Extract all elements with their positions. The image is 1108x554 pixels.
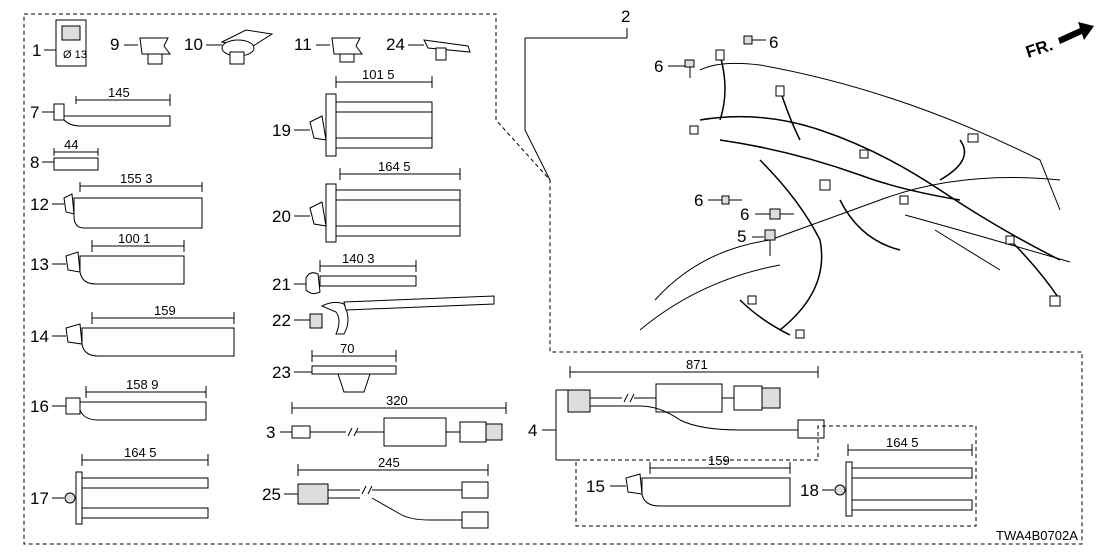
svg-text:22: 22 <box>272 311 291 330</box>
part-4: 4 871 <box>528 357 977 527</box>
svg-text:245: 245 <box>378 455 400 470</box>
svg-text:70: 70 <box>340 341 354 356</box>
part-12: 12 155 3 <box>30 171 203 229</box>
svg-text:7: 7 <box>30 103 39 122</box>
svg-text:19: 19 <box>272 121 291 140</box>
part-25: 25 245 <box>262 455 489 529</box>
svg-text:23: 23 <box>272 363 291 382</box>
part-13: 13 100 1 <box>30 231 185 285</box>
svg-text:24: 24 <box>386 35 405 54</box>
svg-text:101 5: 101 5 <box>362 67 395 82</box>
part-11: 11 <box>294 35 363 63</box>
callout-6-c: 6 <box>694 191 742 210</box>
part-19: 19 101 5 <box>272 67 433 157</box>
svg-text:140 3: 140 3 <box>342 251 375 266</box>
svg-text:100 1: 100 1 <box>118 231 151 246</box>
direction-indicator: FR. <box>1023 22 1094 62</box>
svg-text:17: 17 <box>30 489 49 508</box>
part-20: 20 164 5 <box>272 159 461 243</box>
part-1: 1 Ø 13 <box>32 19 87 67</box>
svg-text:13: 13 <box>30 255 49 274</box>
svg-text:10: 10 <box>184 35 203 54</box>
svg-text:6: 6 <box>740 205 749 224</box>
part-16: 16 158 9 <box>30 377 207 421</box>
svg-text:16: 16 <box>30 397 49 416</box>
svg-text:44: 44 <box>64 137 78 152</box>
svg-text:145: 145 <box>108 85 130 100</box>
svg-text:6: 6 <box>654 57 663 76</box>
part-18: 18 164 5 <box>800 435 973 517</box>
callout-6-a: 6 <box>743 33 778 52</box>
svg-text:4: 4 <box>528 421 537 440</box>
part-15: 15 159 <box>586 453 791 507</box>
svg-text:14: 14 <box>30 327 49 346</box>
svg-text:11: 11 <box>294 35 312 54</box>
svg-text:320: 320 <box>386 393 408 408</box>
part-22: 22 <box>272 295 495 335</box>
part-4-subframe <box>575 425 977 527</box>
part-24: 24 <box>386 35 471 61</box>
svg-text:8: 8 <box>30 153 39 172</box>
svg-text:6: 6 <box>769 33 778 52</box>
callout-5: 5 <box>737 227 776 256</box>
svg-text:159: 159 <box>708 453 730 468</box>
svg-text:6: 6 <box>694 191 703 210</box>
part-3: 3 320 <box>266 393 507 447</box>
svg-text:164 5: 164 5 <box>886 435 919 450</box>
part-8: 8 44 <box>30 137 99 172</box>
diagram-code: TWA4B0702A <box>996 528 1078 543</box>
part-7: 7 145 <box>30 85 171 127</box>
svg-text:164 5: 164 5 <box>378 159 411 174</box>
svg-text:2: 2 <box>621 7 630 26</box>
main-harness-illustration <box>639 49 1071 339</box>
svg-text:9: 9 <box>110 35 119 54</box>
svg-text:871: 871 <box>686 357 708 372</box>
svg-text:21: 21 <box>272 275 291 294</box>
part-17: 17 164 5 <box>30 445 209 525</box>
svg-text:12: 12 <box>30 195 49 214</box>
callout-6-b: 6 <box>654 57 695 78</box>
svg-text:158 9: 158 9 <box>126 377 159 392</box>
svg-text:1: 1 <box>32 41 41 60</box>
arrow-right-icon <box>1058 22 1094 44</box>
svg-text:Ø 13: Ø 13 <box>63 49 87 61</box>
callout-6-d: 6 <box>740 205 794 224</box>
part-23: 23 70 <box>272 341 397 393</box>
svg-text:25: 25 <box>262 485 281 504</box>
svg-text:18: 18 <box>800 481 819 500</box>
svg-text:15: 15 <box>586 477 605 496</box>
svg-text:164 5: 164 5 <box>124 445 157 460</box>
svg-text:155 3: 155 3 <box>120 171 153 186</box>
part-10: 10 <box>184 29 274 65</box>
part-9: 9 <box>110 35 171 65</box>
svg-text:5: 5 <box>737 227 746 246</box>
part-21: 21 140 3 <box>272 251 417 295</box>
svg-text:FR.: FR. <box>1023 35 1055 62</box>
part-14: 14 159 <box>30 303 235 357</box>
svg-text:20: 20 <box>272 207 291 226</box>
svg-text:159: 159 <box>154 303 176 318</box>
callout-2: 2 <box>524 7 630 181</box>
svg-text:3: 3 <box>266 423 275 442</box>
